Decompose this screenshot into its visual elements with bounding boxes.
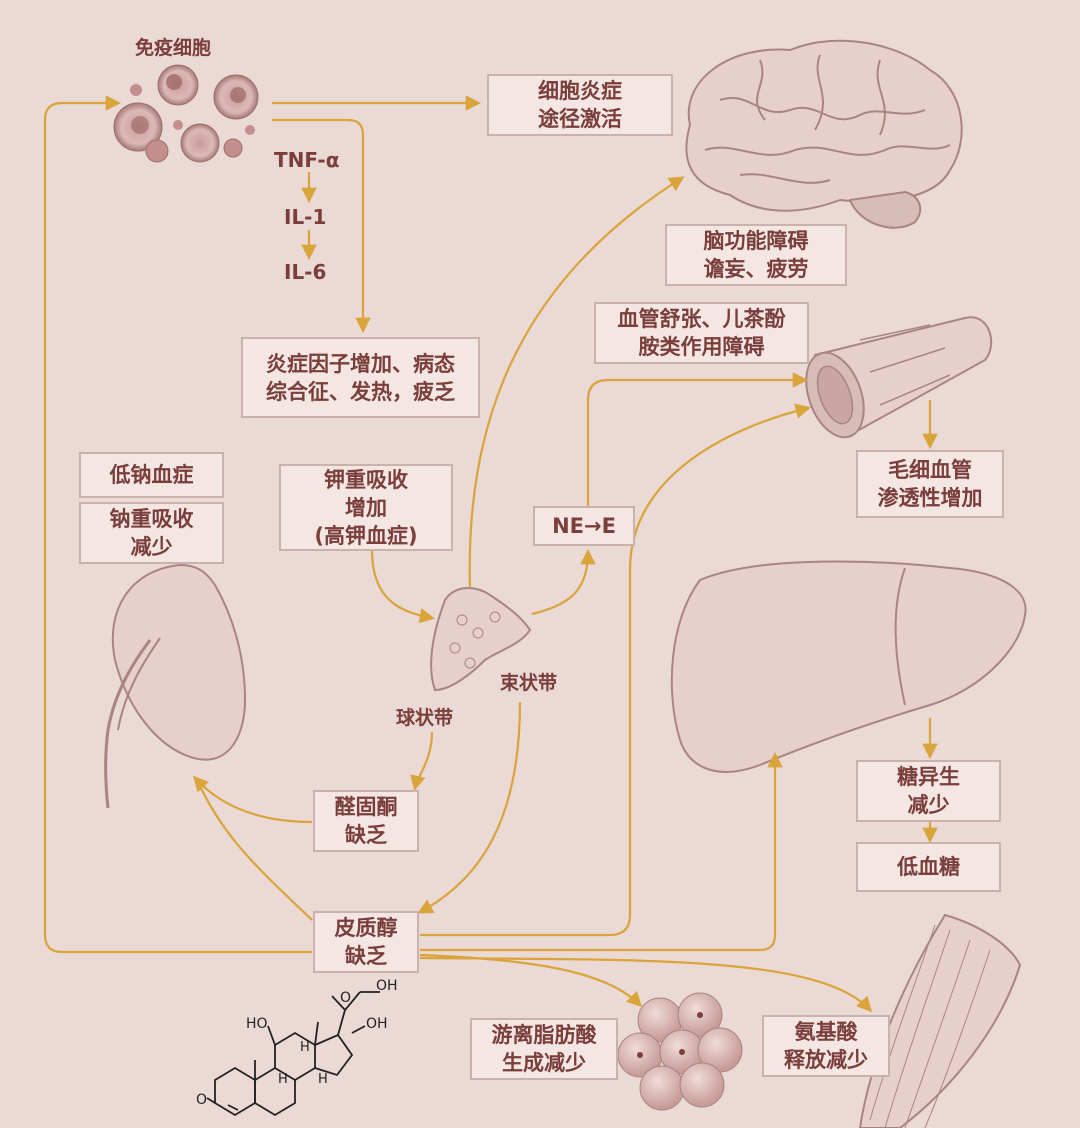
brain-illustration [685, 39, 963, 229]
potassium-reabsorption-line2: 增加 [345, 495, 387, 520]
cell-inflammation-line2: 途径激活 [538, 107, 622, 131]
vasodilation-box: 血管舒张、儿茶酚 胺类作用障碍 [594, 302, 809, 364]
hyponatremia-text: 低钠血症 [109, 463, 194, 487]
free-fatty-acids-line2: 生成减少 [502, 1051, 586, 1075]
fat-cells-illustration [617, 992, 743, 1111]
arrow-lines [43, 95, 938, 1013]
molecule-oh-1: OH [376, 978, 398, 994]
amino-acids-line2: 释放减少 [784, 1048, 868, 1072]
molecule-h-1: H [300, 1040, 310, 1055]
cell-inflammation-box: 细胞炎症 途径激活 [487, 74, 673, 136]
blood-vessel-illustration [805, 316, 993, 439]
free-fatty-acids-line1: 游离脂肪酸 [491, 1023, 597, 1047]
zona-fasciculata-label: 束状带 [500, 672, 558, 694]
molecule-h-3: H [318, 1072, 328, 1087]
aldosterone-deficiency-line2: 缺乏 [345, 823, 387, 847]
immune-cells-illustration [113, 64, 259, 163]
vasodilation-line1: 血管舒张、儿茶酚 [617, 307, 786, 331]
gluconeogenesis-line1: 糖异生 [897, 765, 960, 789]
sodium-reabsorption-line1: 钠重吸收 [109, 507, 194, 531]
potassium-reabsorption-box: 钾重吸收 增加 (高钾血症) [279, 464, 453, 551]
gluconeogenesis-line2: 减少 [907, 793, 950, 817]
vasodilation-line2: 胺类作用障碍 [638, 335, 765, 359]
inflammatory-factors-line1: 炎症因子增加、病态 [266, 351, 455, 376]
gluconeogenesis-box: 糖异生 减少 [856, 760, 1001, 822]
inflammatory-factors-line2: 综合征、发热，疲乏 [266, 379, 455, 404]
cortisol-deficiency-line1: 皮质醇 [334, 916, 398, 940]
sodium-reabsorption-box: 钠重吸收 减少 [79, 502, 224, 564]
il6-label: IL-6 [284, 260, 327, 284]
capillary-permeability-line2: 渗透性增加 [877, 486, 983, 510]
adrenal-gland-illustration [430, 587, 532, 692]
cortisol-deficiency-box: 皮质醇 缺乏 [313, 911, 419, 973]
tnf-alpha-label: TNF-α [274, 148, 340, 172]
hypoglycemia-box: 低血糖 [856, 842, 1001, 892]
amino-acids-box: 氨基酸 释放减少 [762, 1015, 890, 1077]
brain-dysfunction-line1: 脑功能障碍 [703, 229, 809, 253]
sodium-reabsorption-line2: 减少 [130, 535, 173, 559]
potassium-reabsorption-line1: 钾重吸收 [324, 467, 408, 492]
cortisol-deficiency-line2: 缺乏 [345, 944, 387, 968]
cortisol-molecule-illustration [206, 991, 380, 1117]
immune-cells-label: 免疫细胞 [135, 37, 212, 59]
hyponatremia-box: 低钠血症 [79, 452, 224, 498]
kidney-illustration [104, 563, 247, 809]
molecule-o-ketone-1: O [340, 990, 352, 1006]
cell-inflammation-line1: 细胞炎症 [538, 79, 622, 103]
ne-to-e-box: NE→E [533, 506, 635, 546]
free-fatty-acids-box: 游离脂肪酸 生成减少 [470, 1018, 618, 1080]
molecule-ho: HO [246, 1016, 268, 1032]
liver-illustration [670, 560, 1027, 773]
amino-acids-line1: 氨基酸 [794, 1020, 858, 1044]
aldosterone-deficiency-line1: 醛固酮 [334, 795, 398, 819]
inflammatory-factors-box: 炎症因子增加、病态 综合征、发热，疲乏 [241, 337, 480, 418]
molecule-oh-2: OH [366, 1016, 388, 1032]
ne-to-e-text: NE→E [552, 514, 616, 538]
molecule-h-2: H [278, 1072, 288, 1087]
muscle-illustration [858, 913, 1022, 1128]
brain-dysfunction-box: 脑功能障碍 谵妄、疲劳 [665, 224, 847, 286]
aldosterone-deficiency-box: 醛固酮 缺乏 [313, 790, 419, 852]
capillary-permeability-box: 毛细血管 渗透性增加 [856, 450, 1004, 518]
capillary-permeability-line1: 毛细血管 [888, 458, 972, 482]
brain-dysfunction-line2: 谵妄、疲劳 [703, 257, 809, 281]
hypoglycemia-text: 低血糖 [897, 855, 960, 879]
molecule-o-ketone-2: O [196, 1092, 208, 1108]
il1-label: IL-1 [284, 205, 327, 229]
potassium-reabsorption-line3: (高钾血症) [314, 523, 418, 548]
zona-glomerulosa-label: 球状带 [396, 707, 454, 729]
